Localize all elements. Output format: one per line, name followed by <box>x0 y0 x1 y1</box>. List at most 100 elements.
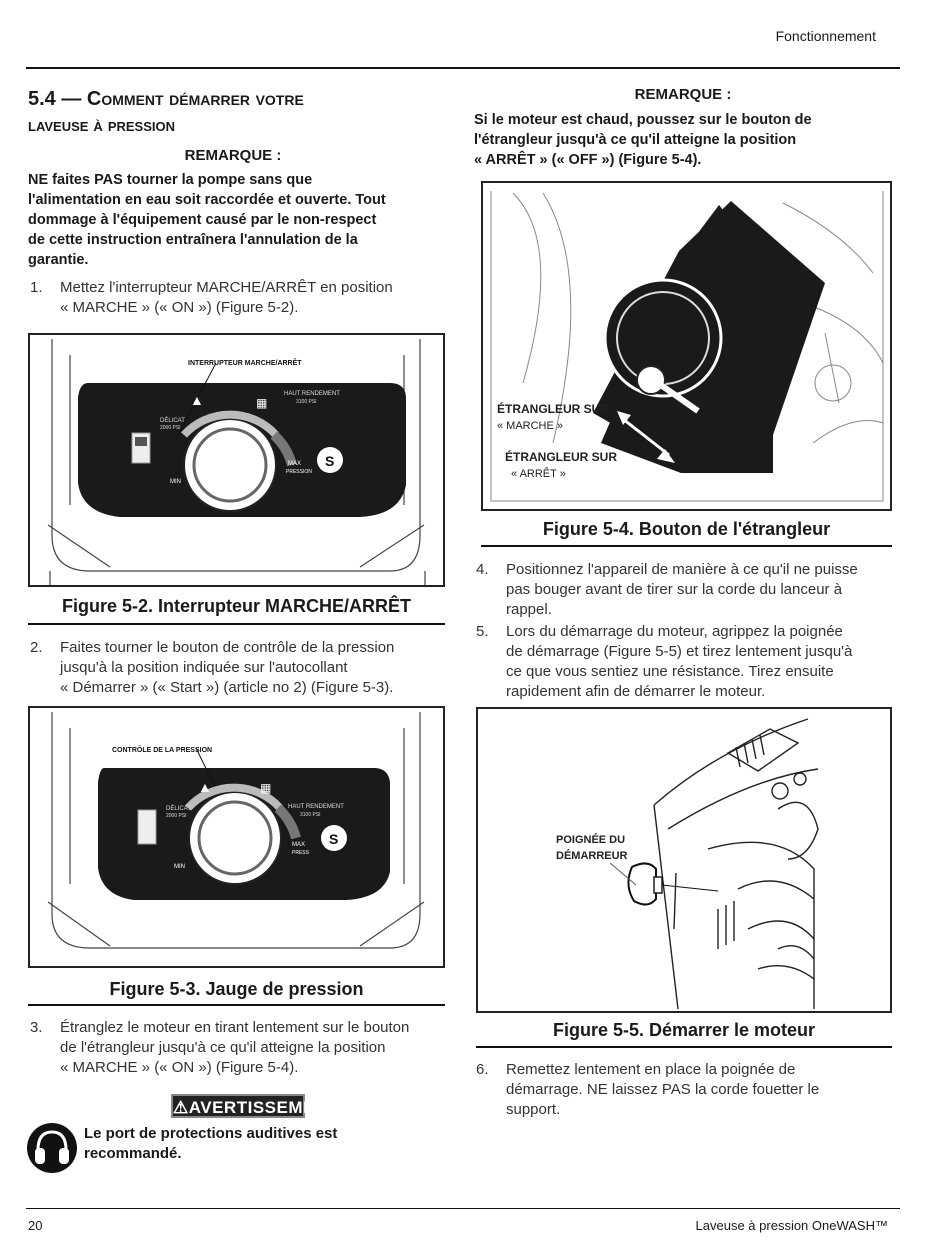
starter-handle-label-1: POIGNÉE DU <box>556 833 625 846</box>
choke-on-label-1: ÉTRANGLEUR SUR <box>497 401 609 416</box>
note-line: dommage à l'équipement causé par le non-… <box>28 212 377 228</box>
figure-5-5: POIGNÉE DU DÉMARREUR <box>476 707 892 1013</box>
figure-5-2-caption: Figure 5-2. Interrupteur MARCHE/ARRÊT <box>61 596 412 616</box>
warning-line: recommandé. <box>84 1145 182 1162</box>
step-line: de démarrage (Figure 5-5) et tirez lente… <box>506 643 853 660</box>
caption-rule <box>28 623 445 625</box>
section-title: 5.4 — Comment démarrer votre laveuse à p… <box>28 86 448 138</box>
step-line: « Démarrer » (« Start ») (article no 2) … <box>60 679 394 696</box>
svg-text:S: S <box>325 453 334 469</box>
section-number: 5.4 — <box>28 88 87 110</box>
step-number: 6. <box>476 1061 489 1078</box>
step-line: support. <box>506 1101 561 1118</box>
step-1: 1. Mettez l'interrupteur MARCHE/ARRÊT en… <box>30 278 450 320</box>
max-label: MAX <box>288 461 301 467</box>
step-line: jusqu'à la position indiquée sur l'autoc… <box>60 659 348 676</box>
svg-text:▦: ▦ <box>260 781 271 795</box>
note-line: Si le moteur est chaud, poussez sur le b… <box>474 112 812 128</box>
note-line: « ARRÊT » (« OFF ») (Figure 5-4). <box>474 152 702 168</box>
haut-psi: 3100 PSI <box>300 812 321 818</box>
step-line: rappel. <box>506 601 552 618</box>
pressure-panel-illustration: INTERRUPTEUR MARCHE/ARRÊT S ▲ ▦ DÉLICAT … <box>47 339 426 585</box>
choke-knob-illustration: ÉTRANGLEUR SUR « MARCHE » ÉTRANGLEUR SUR… <box>490 191 884 502</box>
step-number: 4. <box>476 561 489 578</box>
haut-psi: 3100 PSI <box>296 399 317 405</box>
warning-line: Le port de protections auditives est <box>84 1125 338 1142</box>
section-title-line1: Comment démarrer votre <box>86 88 304 110</box>
step-line: « MARCHE » (« ON ») (Figure 5-4). <box>60 1059 299 1076</box>
header-rule <box>26 67 900 69</box>
note-label-left: REMARQUE : <box>184 147 282 164</box>
step-line: de l'étrangleur jusqu'à ce qu'il atteign… <box>60 1039 386 1056</box>
svg-text:▲: ▲ <box>190 392 204 408</box>
note-line: l'étrangleur jusqu'à ce qu'il atteigne l… <box>474 132 797 148</box>
step-number: 2. <box>30 639 43 656</box>
figure-5-5-caption: Figure 5-5. Démarrer le moteur <box>552 1020 816 1040</box>
figure-5-4-caption: Figure 5-4. Bouton de l'étrangleur <box>542 519 831 539</box>
callout-switch-label: INTERRUPTEUR MARCHE/ARRÊT <box>188 358 302 367</box>
note-line: NE faites PAS tourner la pompe sans que <box>28 172 313 188</box>
step-line: rapidement afin de démarrer le moteur. <box>506 683 766 700</box>
step-line: Étranglez le moteur en tirant lentement … <box>60 1019 410 1036</box>
step-line: démarrage. NE laissez PAS la corde fouet… <box>506 1081 820 1098</box>
pression-label: PRESSION <box>286 469 312 475</box>
figure-5-4: ÉTRANGLEUR SUR « MARCHE » ÉTRANGLEUR SUR… <box>481 181 892 511</box>
step-line: Remettez lentement en place la poignée d… <box>506 1061 796 1078</box>
footer-rule <box>26 1208 900 1209</box>
svg-text:S: S <box>329 831 338 847</box>
step-number: 5. <box>476 623 489 640</box>
note-text-left: NE faites PAS tourner la pompe sans que … <box>28 170 448 270</box>
page-number: 20 <box>28 1218 43 1233</box>
haut-label: HAUT RENDEMENT <box>284 391 340 397</box>
note-text-right: Si le moteur est chaud, poussez sur le b… <box>474 110 894 170</box>
step-line: Mettez l'interrupteur MARCHE/ARRÊT en po… <box>60 279 393 296</box>
warning-banner: ⚠AVERTISSEMENT! <box>171 1094 344 1118</box>
step-line: pas bouger avant de tirer sur la corde d… <box>506 581 843 598</box>
svg-text:▲: ▲ <box>198 779 212 795</box>
pressure-gauge-illustration: CONTRÔLE DE LA PRESSION S ▲ ▦ DÉLICAT 20… <box>47 712 425 949</box>
delicat-psi: 2000 PSI <box>166 813 187 819</box>
caption-rule <box>481 545 892 547</box>
svg-text:▦: ▦ <box>256 396 267 410</box>
step-line: ce que vous sentiez une résistance. Tire… <box>506 663 834 680</box>
note-label-right: REMARQUE : <box>634 86 732 103</box>
step-number: 3. <box>30 1019 43 1036</box>
step-line: Positionnez l'appareil de manière à ce q… <box>506 561 858 578</box>
pression-label: PRESS <box>292 850 310 856</box>
choke-on-label-2: « MARCHE » <box>497 420 563 432</box>
note-line: l'alimentation en eau soit raccordée et … <box>28 192 386 208</box>
figure-5-2: INTERRUPTEUR MARCHE/ARRÊT S ▲ ▦ DÉLICAT … <box>28 333 445 587</box>
delicat-psi: 2000 PSI <box>160 425 181 431</box>
figure-5-3-caption: Figure 5-3. Jauge de pression <box>109 979 364 999</box>
step-6: 6. Remettez lentement en place la poigné… <box>476 1060 906 1122</box>
step-2: 2. Faites tourner le bouton de contrôle … <box>30 638 450 700</box>
step-3: 3. Étranglez le moteur en tirant lenteme… <box>30 1018 450 1080</box>
step-line: Lors du démarrage du moteur, agrippez la… <box>506 623 843 640</box>
starter-handle-label-2: DÉMARREUR <box>556 849 628 862</box>
min-label: MIN <box>174 864 185 870</box>
min-label: MIN <box>170 479 181 485</box>
callout-pressure-label: CONTRÔLE DE LA PRESSION <box>112 745 212 754</box>
footer-product: Laveuse à pression OneWASH™ <box>695 1218 888 1233</box>
choke-off-label-1: ÉTRANGLEUR SUR <box>505 449 617 464</box>
hearing-protection-icon <box>26 1122 78 1174</box>
running-header: Fonctionnement <box>775 28 876 44</box>
figure-5-3: CONTRÔLE DE LA PRESSION S ▲ ▦ DÉLICAT 20… <box>28 706 445 968</box>
caption-rule <box>28 1004 445 1006</box>
max-label: MAX <box>292 842 305 848</box>
step-number: 1. <box>30 279 43 296</box>
step-4: 4. Positionnez l'appareil de manière à c… <box>476 560 906 622</box>
recoil-starter-illustration: POIGNÉE DU DÉMARREUR <box>556 718 819 1010</box>
step-line: Faites tourner le bouton de contrôle de … <box>60 639 395 656</box>
section-title-line2: laveuse à pression <box>28 115 176 135</box>
caption-rule <box>476 1046 892 1048</box>
choke-off-label-2: « ARRÊT » <box>511 467 566 480</box>
note-line: garantie. <box>28 252 89 268</box>
delicat-label: DÉLICAT <box>166 805 191 812</box>
haut-label: HAUT RENDEMENT <box>288 804 344 810</box>
step-line: « MARCHE » (« ON ») (Figure 5-2). <box>60 299 299 316</box>
note-line: de cette instruction entraînera l'annula… <box>28 232 358 248</box>
delicat-label: DÉLICAT <box>160 417 185 424</box>
warning-text: Le port de protections auditives est rec… <box>84 1124 444 1164</box>
step-5: 5. Lors du démarrage du moteur, agrippez… <box>476 622 906 704</box>
